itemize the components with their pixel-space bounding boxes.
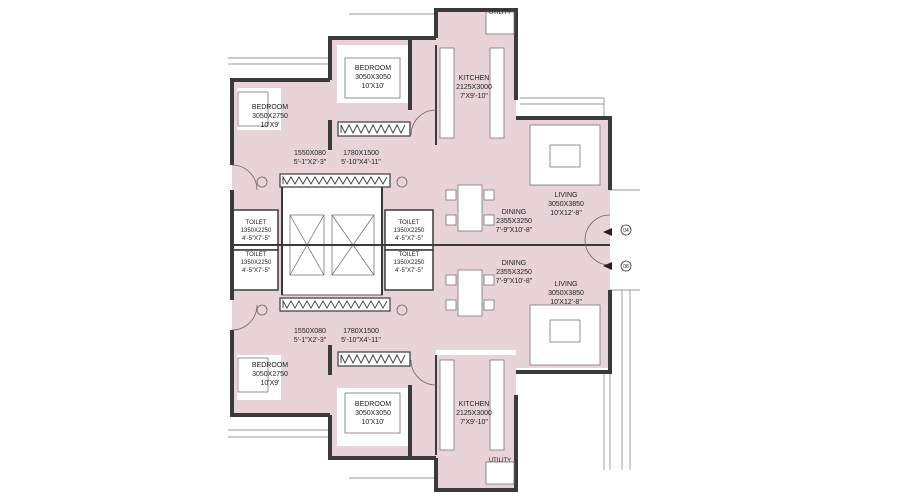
toilet-bottom-left-imp: 4'-5"X7'-5" [242,268,270,274]
bedroom-top-center-imp: 10'X10' [362,83,385,90]
living-top-dim: 3050X3850 [548,201,584,208]
wardrobe-zigzag [282,299,388,309]
kitchen-bottom-name: KITCHEN [459,401,490,408]
living-sofas [529,124,601,366]
toilet-top-left-name: TOILET [246,220,267,226]
toilet-bottom-right-dim: 1350X2250 [394,260,425,266]
dining-bottom-imp: 7'-9"X10'-8" [496,278,533,285]
dining-tables [445,184,495,317]
kitchen-top-name: KITCHEN [459,75,490,82]
bedroom-top-center-dim: 3050X3050 [355,74,391,81]
dining-top-name: DINING [502,209,527,216]
bedroom-top-center-name: BEDROOM [355,65,391,72]
wardrobe-hatch [282,123,406,365]
kitchen-bottom-imp: 7'X9'-10" [460,419,488,426]
dining-top-dim: 2355X3250 [496,218,532,225]
dining-top-imp: 7'-9"X10'-8" [496,227,533,234]
site-lines [228,13,640,479]
toilet-bottom-left-dim: 1350X2250 [241,260,272,266]
passage-bottom-2-imp: 5'-10"X4'-11" [341,337,381,344]
bedroom-bottom-left-imp: 10'X9' [260,380,279,387]
living-top-imp: 10'X12'-8" [550,210,582,217]
passage-bottom-1-imp: 5'-1"X2'-3" [294,337,327,344]
bedroom-bottom-left-name: BEDROOM [252,362,288,369]
toilet-top-left-imp: 4'-5"X7'-5" [242,236,270,242]
kitchen-top-imp: 7'X9'-10" [460,93,488,100]
toilet-blocks [232,209,434,291]
unit-markers: 04 08 [603,224,632,272]
utility-top-label: UTILITY [489,10,511,16]
passage-bottom-1-dim: 1550X080 [294,328,326,335]
dining-bottom-name: DINING [502,260,527,267]
marker-04: 04 [623,228,629,234]
kitchen-bottom-dim: 2125X3000 [456,410,492,417]
toilet-bottom-right-name: TOILET [399,252,420,258]
dining-bottom-dim: 2355X3250 [496,269,532,276]
bedroom-bottom-center-name: BEDROOM [355,401,391,408]
marker-08: 08 [623,264,629,270]
inner-walls [232,45,610,455]
passage-top-2-imp: 5'-10"X4'-11" [341,159,381,166]
wardrobe-zigzag [340,123,406,135]
toilet-top-right-imp: 4'-5"X7'-5" [395,236,423,242]
toilet-top-right-name: TOILET [399,220,420,226]
wardrobe-zigzag [282,175,388,185]
toilet-bottom-left-name: TOILET [246,252,267,258]
living-bottom-imp: 10'X12'-8" [550,299,582,306]
passage-top-1-dim: 1550X080 [294,150,326,157]
bedroom-bottom-left-dim: 3050X2750 [252,371,288,378]
passage-bottom-2-dim: 1780X1500 [343,328,379,335]
living-bottom-name: LIVING [555,281,578,288]
kitchen-top-dim: 2125X3000 [456,84,492,91]
bedroom-bottom-center-imp: 10'X10' [362,419,385,426]
bedroom-top-left-dim: 3050X2750 [252,113,288,120]
passage-top-2-dim: 1780X1500 [343,150,379,157]
bedroom-bottom-center-dim: 3050X3050 [355,410,391,417]
room-labels: UTILITY UTILITY KITCHEN 2125X3000 7'X9'-… [241,10,584,464]
wardrobe-zigzag [340,353,406,365]
toilet-top-right-dim: 1350X2250 [394,228,425,234]
living-bottom-dim: 3050X3850 [548,290,584,297]
passage-top-1-imp: 5'-1"X2'-3" [294,159,327,166]
bedroom-top-left-imp: 10'X9' [260,122,279,129]
bedroom-top-left-name: BEDROOM [252,104,288,111]
beds [237,57,401,434]
toilet-bottom-right-imp: 4'-5"X7'-5" [395,268,423,274]
toilet-top-left-dim: 1350X2250 [241,228,272,234]
utility-bottom-label: UTILITY [489,458,511,464]
living-top-name: LIVING [555,192,578,199]
kitchen-counters [439,11,515,485]
